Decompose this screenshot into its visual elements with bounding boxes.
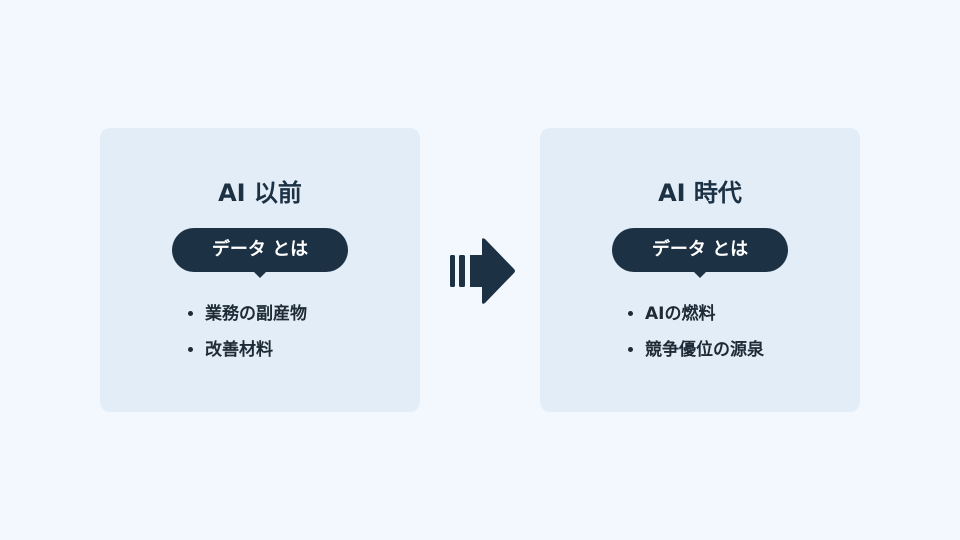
card-title: AI 時代 [658,179,742,207]
list-item: 業務の副産物 [205,296,307,332]
list-item: AIの燃料 [645,296,764,332]
right-arrow-icon [450,238,515,304]
bullet-list: 業務の副産物 改善材料 [185,296,307,368]
speech-pill: データ とは [612,228,788,278]
left-card: AI 以前 データ とは 業務の副産物 改善材料 [100,128,420,412]
right-card: AI 時代 データ とは AIの燃料 競争優位の源泉 [540,128,860,412]
card-title: AI 以前 [218,179,302,207]
bullet-list: AIの燃料 競争優位の源泉 [625,296,764,368]
list-item: 競争優位の源泉 [645,332,764,368]
list-item: 改善材料 [205,332,307,368]
speech-pill: データ とは [172,228,348,278]
